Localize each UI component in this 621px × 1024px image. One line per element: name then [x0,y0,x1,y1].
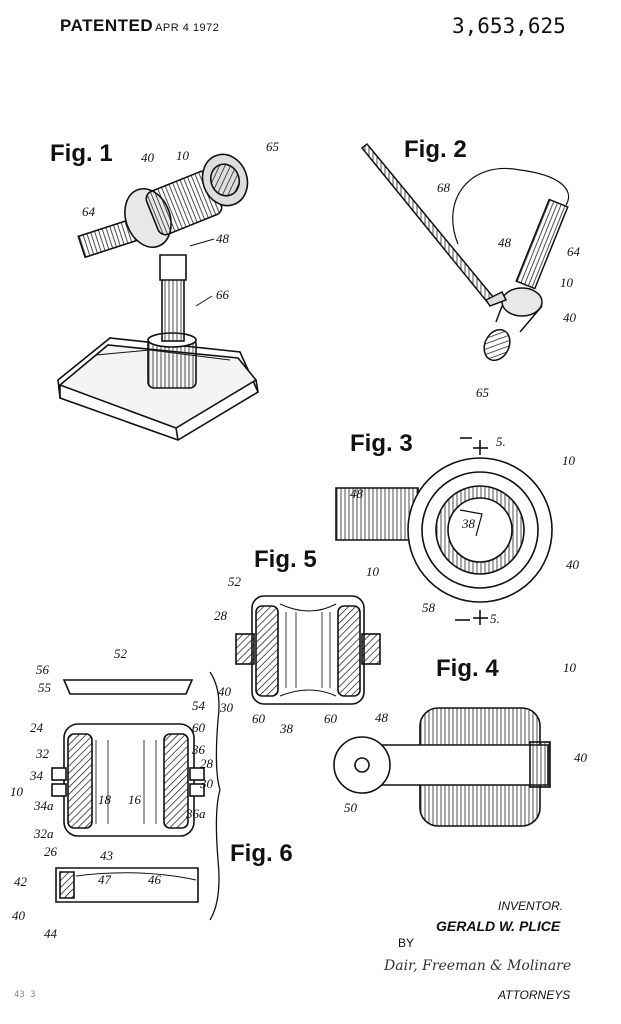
fig5-ref-30: 30 [219,700,234,715]
fig6-ref-36a: 36a [185,806,206,821]
attorney-signature: Dair, Freeman & Molinare [384,958,572,974]
fig6-ref-18: 18 [98,792,112,807]
fig6-ref-28: 28 [200,756,214,771]
fig3-ref-58: 58 [422,600,436,615]
fig6-ref-30: 30 [199,776,214,791]
patent-number: 3,653,625 [452,14,566,38]
fig6-ref-10: 10 [10,784,24,799]
fig5-ref-60-left: 60 [252,711,266,726]
fig3-label: Fig. 3 [350,430,413,457]
fig6-ref-16: 16 [128,792,142,807]
fig4-ref-50: 50 [344,800,358,815]
fig6-ref-42: 42 [14,874,28,889]
fig1-ref-65: 65 [266,139,280,154]
fig6-ref-47: 47 [98,872,112,887]
fig3-ref-38: 38 [461,516,476,531]
fig6-label: Fig. 6 [230,840,293,867]
fig6-ref-55: 55 [38,680,52,695]
fig6-refs: 52 56 55 54 24 60 32 36 28 34 30 10 34a … [10,646,214,941]
attorneys-label: ATTORNEYS [498,988,571,1002]
fig1-ref-66: 66 [216,287,230,302]
fig6-ref-43: 43 [100,848,114,863]
fig5-ref-52: 52 [228,574,242,589]
fig4-label: Fig. 4 [436,655,499,682]
fig6-ref-32a: 32a [33,826,54,841]
fig4-ref-10: 10 [563,660,577,675]
fig5-drawing [235,595,381,705]
fig5-ref-38: 38 [279,721,294,736]
fig4-drawing [333,707,551,827]
fig1-ref-64: 64 [82,204,96,219]
fig5-ref-60-right: 60 [324,711,338,726]
fig2-ref-40: 40 [563,310,577,325]
fig6-ref-40: 40 [12,908,26,923]
fig6-ref-60: 60 [192,720,206,735]
fig5-refs: 10 52 28 40 30 60 60 38 [214,564,380,736]
fig6-ref-32: 32 [35,746,50,761]
by-label: BY [398,936,415,950]
fig2-ref-10: 10 [560,275,574,290]
fig4-ref-48: 48 [375,710,389,725]
fig6-ref-46: 46 [148,872,162,887]
fig2-ref-64: 64 [567,244,581,259]
fig6-ref-36: 36 [191,742,206,757]
fig6-drawing [51,671,221,921]
patented-label: PATENTED [60,16,154,35]
fig1-refs: 40 10 65 64 48 66 [82,139,280,307]
patented-date: APR 4 1972 [155,22,220,34]
fig2-ref-48: 48 [498,235,512,250]
fig1-ref-40: 40 [141,150,155,165]
fig3-ref-5-top: 5. [496,434,506,449]
fig4-ref-40: 40 [574,750,588,765]
fig1-ref-48: 48 [216,231,230,246]
fig1-label: Fig. 1 [50,140,113,167]
fig6-ref-54: 54 [192,698,206,713]
fig6-ref-34: 34 [29,768,44,783]
fig5-ref-40: 40 [218,684,232,699]
fig3-ref-10: 10 [562,453,576,468]
fig5-ref-10: 10 [366,564,380,579]
fig3-ref-5-bottom: 5. [490,611,500,626]
fig3-ref-40: 40 [566,557,580,572]
fig3-refs: 5. 10 48 38 40 58 5. [350,434,580,626]
inventor-label: INVENTOR. [498,899,564,913]
fig2-label: Fig. 2 [404,136,467,163]
fig4-refs: 10 48 40 50 [344,660,588,815]
fig1-drawing [57,153,260,441]
fig6-ref-24: 24 [30,720,44,735]
fig1-ref-10: 10 [176,148,190,163]
fig2-refs: 68 48 64 10 40 65 [437,180,581,400]
fig6-ref-44: 44 [44,926,58,941]
fig6-ref-34a: 34a [33,798,54,813]
fig2-ref-68: 68 [437,180,451,195]
fig5-ref-28: 28 [214,608,228,623]
inventor-name: GERALD W. PLICE [436,918,561,934]
fig6-ref-56: 56 [36,662,50,677]
fig6-ref-26: 26 [44,844,58,859]
fig3-ref-48: 48 [350,486,364,501]
fig2-drawing [360,142,570,362]
fig2-ref-65: 65 [476,385,490,400]
fig6-ref-52: 52 [114,646,128,661]
fig3-drawing [335,437,553,625]
fig5-label: Fig. 5 [254,546,317,573]
footer-mark: 43 3 [14,990,36,1000]
